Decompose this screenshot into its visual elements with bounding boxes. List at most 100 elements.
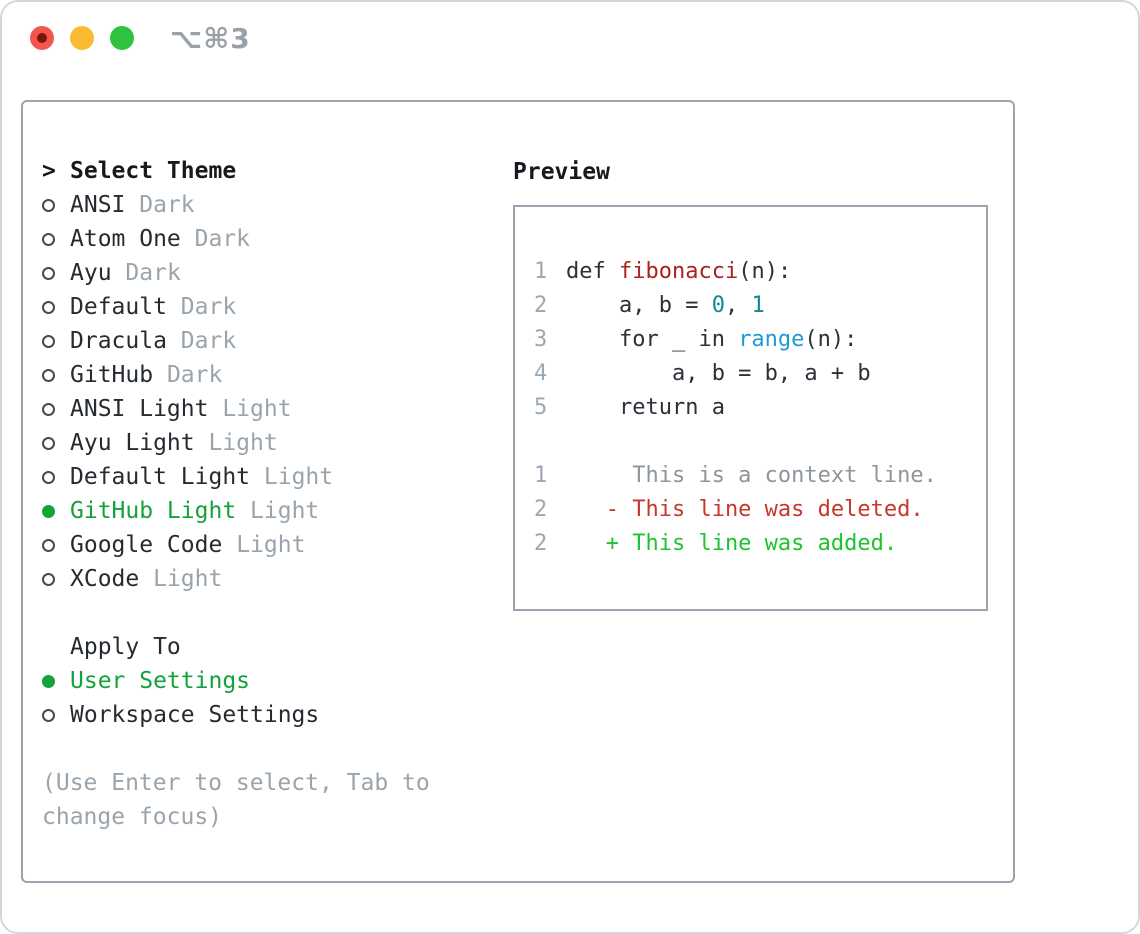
- prompt-chevron-icon: >: [42, 158, 56, 184]
- line-number: 2: [534, 293, 548, 318]
- code-line: 2 - This line was deleted.: [534, 493, 976, 527]
- theme-option[interactable]: ANSI Dark: [42, 188, 333, 222]
- radio-empty-icon: [42, 402, 70, 416]
- code-segment: for _ in: [566, 327, 739, 352]
- apply-to-title-row: Apply To: [42, 630, 319, 664]
- theme-name-gap: [139, 566, 153, 592]
- code-line: 4 a, b = b, a + b: [534, 357, 976, 391]
- theme-variant-label: Light: [222, 396, 292, 422]
- theme-name-gap: [222, 532, 236, 558]
- radio-empty-icon: [42, 198, 70, 212]
- theme-option[interactable]: Default Light Light: [42, 460, 333, 494]
- code-segment: ,: [724, 293, 752, 318]
- theme-option[interactable]: Atom One Dark: [42, 222, 333, 256]
- radio-empty-icon: [42, 572, 70, 586]
- radio-circle: [42, 368, 55, 382]
- code-segment: (n):: [738, 259, 792, 284]
- theme-name: Default: [70, 294, 167, 320]
- apply-to-option[interactable]: Workspace Settings: [42, 698, 319, 732]
- code-line: 5 return a: [534, 391, 976, 425]
- minimize-button[interactable]: [70, 26, 94, 50]
- theme-name-gap: [195, 430, 209, 456]
- theme-option[interactable]: ANSI Light Light: [42, 392, 333, 426]
- code-segment: return a: [566, 395, 725, 420]
- theme-option[interactable]: XCode Light: [42, 562, 333, 596]
- radio-circle: [42, 572, 55, 586]
- close-button[interactable]: [30, 26, 54, 50]
- apply-to-label: Workspace Settings: [70, 702, 320, 728]
- line-number: 1: [534, 463, 548, 488]
- code-line: [534, 425, 976, 459]
- theme-name-gap: [208, 396, 222, 422]
- theme-option[interactable]: Default Dark: [42, 290, 333, 324]
- theme-option[interactable]: Ayu Dark: [42, 256, 333, 290]
- theme-variant-label: Dark: [139, 192, 195, 218]
- theme-name: GitHub Light: [70, 498, 237, 524]
- theme-option[interactable]: Dracula Dark: [42, 324, 333, 358]
- apply-to-title: Apply To: [70, 634, 181, 660]
- radio-empty-icon: [42, 266, 70, 280]
- theme-option[interactable]: GitHub Dark: [42, 358, 333, 392]
- radio-empty-icon: [42, 232, 70, 246]
- apply-to-label: User Settings: [70, 668, 251, 694]
- radio-empty-icon: [42, 470, 70, 484]
- theme-name-gap: [153, 362, 167, 388]
- radio-empty-icon: [42, 368, 70, 382]
- code-segment: + This line was added.: [566, 531, 898, 556]
- radio-circle: [42, 334, 55, 348]
- radio-circle: [42, 674, 55, 688]
- theme-option[interactable]: Google Code Light: [42, 528, 333, 562]
- code-segment: def: [566, 259, 619, 284]
- window-shortcut-label: ⌥⌘3: [170, 22, 251, 55]
- theme-variant-label: Light: [250, 498, 320, 524]
- theme-name: Default Light: [70, 464, 251, 490]
- code-segment: a, b =: [566, 293, 712, 318]
- theme-name-gap: [181, 226, 195, 252]
- radio-circle: [42, 198, 55, 212]
- line-number: 1: [534, 259, 548, 284]
- code-segment: a, b = b, a + b: [566, 361, 871, 386]
- theme-option[interactable]: GitHub Light Light: [42, 494, 333, 528]
- radio-selected-icon: [42, 504, 70, 518]
- radio-circle: [42, 232, 55, 246]
- theme-name: Ayu: [70, 260, 112, 286]
- code-segment: This is a context line.: [566, 463, 937, 488]
- line-number: 3: [534, 327, 548, 352]
- radio-circle: [42, 300, 55, 314]
- code-segment: fibonacci: [618, 259, 739, 284]
- line-number: 2: [534, 497, 548, 522]
- radio-circle: [42, 504, 55, 518]
- code-line: 3 for _ in range(n):: [534, 323, 976, 357]
- code-segment: 1: [751, 293, 765, 318]
- line-number: 5: [534, 395, 548, 420]
- code-segment: 0: [711, 293, 725, 318]
- code-line: 1 This is a context line.: [534, 459, 976, 493]
- theme-variant-label: Dark: [194, 226, 251, 252]
- theme-option[interactable]: Ayu Light Light: [42, 426, 333, 460]
- theme-name: Atom One: [70, 226, 181, 252]
- apply-to-option[interactable]: User Settings: [42, 664, 319, 698]
- theme-name-gap: [236, 498, 250, 524]
- radio-selected-icon: [42, 674, 70, 688]
- theme-variant-label: Light: [153, 566, 223, 592]
- preview-title: Preview: [513, 159, 610, 185]
- radio-circle: [42, 538, 55, 552]
- theme-name-gap: [167, 328, 181, 354]
- theme-variant-label: Dark: [166, 362, 223, 388]
- theme-name: ANSI: [70, 192, 126, 218]
- theme-list-title: Select Theme: [70, 158, 237, 184]
- radio-empty-icon: [42, 436, 70, 450]
- line-number: [534, 425, 566, 459]
- zoom-button[interactable]: [110, 26, 134, 50]
- close-dot-icon: [37, 33, 47, 43]
- code-segment: (n):: [804, 327, 858, 352]
- code-line: 2 + This line was added.: [534, 527, 976, 561]
- code-segment: range: [738, 327, 805, 352]
- radio-empty-icon: [42, 334, 70, 348]
- theme-name: Ayu Light: [70, 430, 195, 456]
- radio-circle: [42, 402, 55, 416]
